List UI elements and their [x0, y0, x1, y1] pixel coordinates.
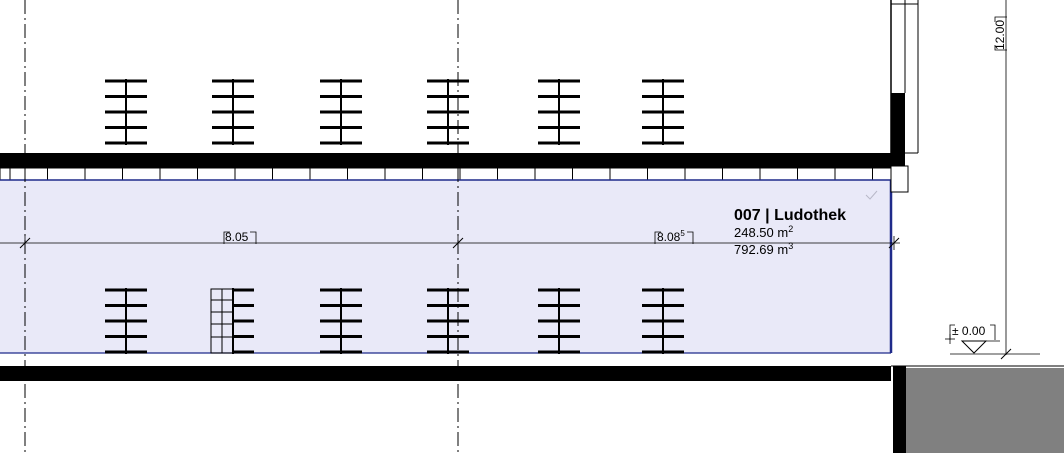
dimension-text-right-main: 8.08: [657, 230, 681, 244]
dimension-text-right: 8.085: [657, 229, 685, 244]
shelf-unit: [642, 79, 684, 145]
dimension-tick-right: [888, 236, 900, 250]
shelf-unit: [212, 79, 254, 145]
room-area-sup: 2: [788, 224, 793, 234]
dimension-text-right-sup: 5: [680, 229, 685, 238]
room-title[interactable]: 007 | Ludothek: [734, 207, 846, 224]
shelf-unit: [427, 79, 469, 145]
height-dimension-text: 12.00: [993, 20, 1007, 50]
shelf-unit: [320, 79, 362, 145]
exterior-wall-upper: [891, 93, 905, 168]
room-volume: 792.69 m3: [734, 241, 793, 257]
window-frame-right: [890, 165, 909, 193]
ceiling-slab: [0, 153, 891, 168]
shelf-unit: [105, 288, 147, 354]
exterior-wall-lower: [893, 366, 906, 453]
room-area: 248.50 m2: [734, 224, 793, 240]
shelf-unit: [538, 288, 580, 354]
dimension-bracket-right: [654, 231, 694, 244]
room-tag-check-icon: [865, 190, 878, 200]
level-crosshair: [945, 334, 955, 344]
shelf-unit: [105, 79, 147, 145]
shelf-unit: [427, 288, 469, 354]
dimension-tick-middle: [452, 236, 464, 250]
shelf-unit: [320, 288, 362, 354]
height-dimension-bracket: [994, 16, 1007, 51]
dimension-bracket-left: [223, 231, 257, 244]
room-fill[interactable]: [0, 180, 891, 353]
ground: [906, 368, 1064, 453]
dimension-text-left: 8.05: [225, 230, 249, 244]
room-volume-sup: 3: [788, 241, 793, 251]
floor-slab: [0, 366, 891, 381]
dimension-tick-left: [19, 236, 31, 250]
bookcase: [210, 288, 234, 354]
shelving-units: [105, 79, 684, 354]
shelf-unit: [642, 288, 684, 354]
level-text: ± 0.00: [952, 324, 986, 338]
room-volume-value: 792.69 m: [734, 242, 788, 257]
ceiling-tiles: [9, 168, 873, 180]
ceiling-strip: [0, 167, 892, 181]
shelf-unit: [538, 79, 580, 145]
room-area-value: 248.50 m: [734, 225, 788, 240]
level-triangle: [960, 340, 988, 354]
